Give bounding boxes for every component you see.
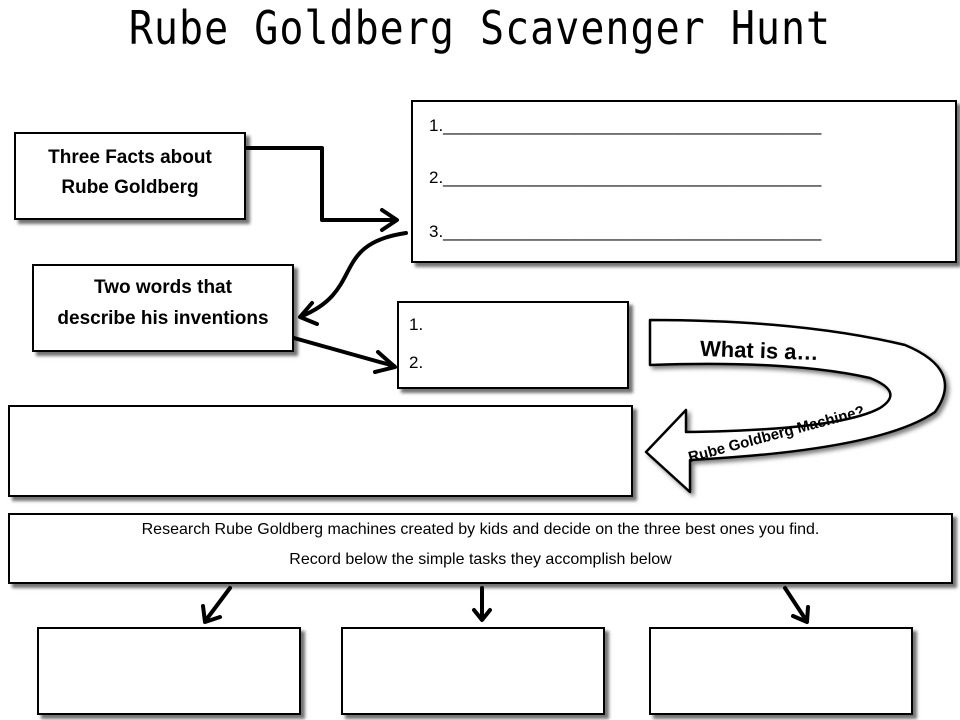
definition-answer-box[interactable] xyxy=(8,405,633,497)
word-line-2[interactable]: 2. xyxy=(409,353,424,372)
arrow-facts-to-answers xyxy=(244,146,399,232)
arrow-research-to-box-1 xyxy=(201,586,232,624)
research-box: Research Rube Goldberg machines created … xyxy=(8,513,953,584)
machine-answer-box-3[interactable] xyxy=(649,627,913,715)
two-words-box: Two words that describe his inventions xyxy=(32,264,294,352)
banner-top-text: What is a… xyxy=(700,336,819,365)
three-facts-label-line1: Three Facts about xyxy=(48,147,212,168)
arrow-research-to-box-3 xyxy=(783,586,810,624)
page-title: Rube Goldberg Scavenger Hunt xyxy=(128,2,832,56)
machine-answer-box-2[interactable] xyxy=(341,627,605,715)
machine-answer-box-1[interactable] xyxy=(37,627,301,715)
three-facts-label-line2: Rube Goldberg xyxy=(61,177,199,198)
two-words-label-line1: Two words that xyxy=(94,277,232,298)
arrow-answers-to-two-words xyxy=(298,231,408,326)
what-is-banner-arrow xyxy=(644,318,947,494)
two-words-label-line2: describe his inventions xyxy=(57,308,269,329)
arrow-research-to-box-2 xyxy=(472,586,492,622)
fact-line-3[interactable]: 3.______________________________________… xyxy=(429,222,822,241)
facts-answer-box: 1.______________________________________… xyxy=(411,100,957,263)
fact-line-1[interactable]: 1.______________________________________… xyxy=(429,116,822,135)
arrow-two-words-to-answers xyxy=(292,336,397,374)
research-line-1: Research Rube Goldberg machines created … xyxy=(141,521,820,538)
word-line-1[interactable]: 1. xyxy=(409,315,424,334)
research-line-2: Record below the simple tasks they accom… xyxy=(289,551,672,568)
three-facts-box: Three Facts about Rube Goldberg xyxy=(14,132,246,220)
words-answer-box: 1. 2. xyxy=(397,301,629,389)
fact-line-2[interactable]: 2.______________________________________… xyxy=(429,168,822,187)
